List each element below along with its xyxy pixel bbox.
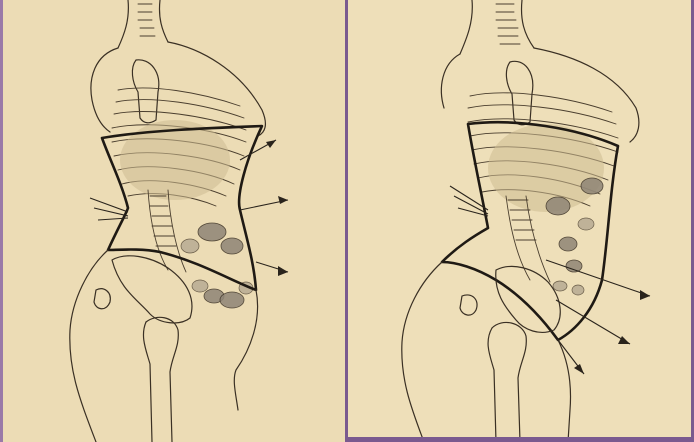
- panel-divider: [345, 0, 348, 442]
- right-illustration-panel: [346, 0, 694, 442]
- left-frame-edge: [0, 0, 3, 442]
- bottom-frame-border: [346, 437, 694, 442]
- left-anatomy-drawing: [0, 0, 346, 442]
- left-illustration-panel: [0, 0, 346, 442]
- right-anatomy-drawing: [346, 0, 694, 442]
